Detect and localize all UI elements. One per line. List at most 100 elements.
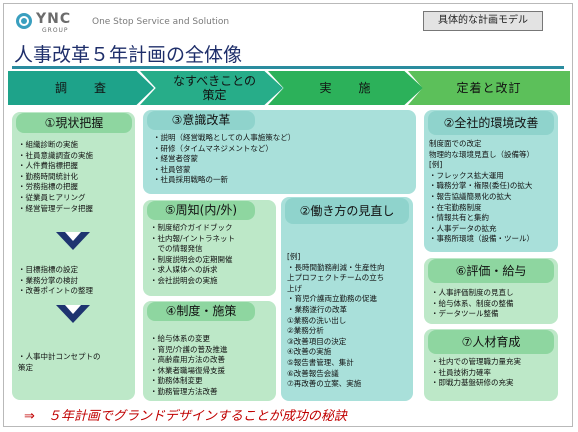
section-development-title: ⑦人材育成 <box>428 330 554 354</box>
section-awareness-title: ③意識改革 <box>147 111 255 130</box>
list-item: ・休業者職場復帰支援 <box>150 365 225 375</box>
list-item: ・情報共有と集約 <box>429 213 489 223</box>
list-item: ・データツール整備 <box>431 309 499 319</box>
arrow-notch <box>65 305 81 314</box>
systems-list: ・給与体系の変更 ・育児/介護の普及推進 ・高齢雇用方法の改善 ・休業者職場復帰… <box>150 334 228 398</box>
list-item: ・研修（タイムマネジメントなど） <box>153 143 273 153</box>
list-item: ・事務所環境（設備・ツール） <box>429 234 534 244</box>
section-systems-title: ④制度・施策 <box>147 302 255 321</box>
phase-research: 調 査 <box>8 71 154 105</box>
list-item: 上プロフェクトチームの立ち <box>287 273 385 283</box>
section-workstyle-title: ②働き方の見直し <box>285 198 409 224</box>
list-item: ・勤務体制変更 <box>150 376 203 386</box>
list-item-continued: 策定 <box>18 362 33 372</box>
list-item: 制度面での改定 <box>429 139 482 148</box>
list-item: ・業務分掌の検討 <box>18 275 78 285</box>
list-item: ・即戦力基盤研修の充実 <box>431 378 514 388</box>
current-state-list-b: ・目標指標の設定 ・業務分掌の検討 ・改善ポイントの整理 <box>18 265 93 297</box>
phase-label: なすべきことの 策定 <box>173 74 256 102</box>
environment-list: 制度面での改定 物理的な環境見直し（設備等） [例] ・フレックス拡大運用 ・職… <box>429 139 534 245</box>
list-item: ・社内報/イントラネット <box>150 233 236 243</box>
section-communication-title: ⑤周知(内/外) <box>147 201 255 220</box>
list-item: ・フレックス拡大運用 <box>429 170 504 180</box>
list-item: ③改善項目の決定 <box>287 336 347 346</box>
list-item: ・目標指標の設定 <box>18 265 78 274</box>
list-item: ⑤報告書管理、集計 <box>287 357 354 367</box>
list-item: ①業務の洗い出し <box>287 315 347 325</box>
list-item: ・制度説明会の定期開催 <box>150 254 233 264</box>
section-current-state-panel <box>12 112 135 400</box>
list-item: ・労務指標の把握 <box>18 182 78 192</box>
list-item: ・改善ポイントの整理 <box>18 286 93 296</box>
list-item: ②業務分析 <box>287 326 324 336</box>
list-item: ・人事データの拡充 <box>429 223 497 233</box>
list-item: [例] <box>287 252 301 261</box>
phase-label-line: なすべきことの <box>172 74 257 88</box>
list-item: ・職務分掌・権限(委任)の拡大 <box>429 181 533 191</box>
list-item: ・社員意識調査の実施 <box>18 150 93 160</box>
list-item: ・説明（経営戦略としての人事施策など） <box>153 133 296 142</box>
list-item: での情報発信 <box>150 244 203 254</box>
key-message: ⇒ ５年計画でグランドデザインすることが成功の秘訣 <box>24 409 347 424</box>
list-item: ・経営者啓蒙 <box>153 154 198 164</box>
list-item: ・会社説明会の実施 <box>150 275 218 285</box>
phase-label: 調 査 <box>54 81 107 95</box>
development-list: ・社内での管理職力量充実 ・社員技術力確率 ・即戦力基盤研修の充実 <box>431 357 521 389</box>
list-item: 上げ <box>287 283 302 293</box>
list-item: ・報告協議簡易化の拡大 <box>429 191 512 201</box>
company-tagline: One Stop Service and Solution <box>92 17 230 27</box>
list-item: ・勤務管理方法改善 <box>150 386 218 396</box>
slide-frame <box>3 3 573 427</box>
list-item: ・長時間勤務削減・生産性向 <box>287 262 385 272</box>
phase-establish-revise: 定着と改訂 <box>408 71 570 105</box>
logo-mark-icon <box>16 13 32 29</box>
list-item: ・高齢雇用方法の改善 <box>150 355 225 365</box>
list-item: ・従業員ヒアリング <box>18 192 86 202</box>
logo-subtext: GROUP <box>42 27 69 34</box>
phase-planning: なすべきことの 策定 <box>140 71 283 105</box>
list-item: ④改善の実施 <box>287 347 332 357</box>
communication-list: ・制度紹介ガイドブック ・社内報/イントラネット での情報発信 ・制度説明会の定… <box>150 223 235 287</box>
list-item: ・育児介護両立勤務の促進 <box>287 294 377 304</box>
awareness-list: ・説明（経営戦略としての人事施策など） ・研修（タイムマネジメントなど） ・経営… <box>153 133 295 186</box>
list-item: ・在宅勤務制度 <box>429 202 482 212</box>
list-item: [例] <box>429 160 443 170</box>
current-state-list-a: ・組織診断の実施 ・社員意識調査の実施 ・人件費指標把握 ・勤務時間統計化 ・労… <box>18 140 93 214</box>
workstyle-list: [例] ・長時間勤務削減・生産性向 上プロフェクトチームの立ち 上げ ・育児介護… <box>287 252 385 390</box>
list-item: ・人件費指標把握 <box>18 161 78 171</box>
section-workstyle-panel <box>281 197 413 401</box>
list-item: ・社内での管理職力量充実 <box>431 357 521 366</box>
list-item: ・人事中計コンセプトの <box>18 352 101 361</box>
list-item: ・経営管理データ把握 <box>18 203 93 213</box>
concept-item: ・人事中計コンセプトの 策定 <box>18 352 101 373</box>
list-item: ・業務遂行の改革 <box>287 304 347 314</box>
down-arrow-icon <box>56 232 90 250</box>
list-item: ・給与体系、制度の整備 <box>431 298 514 308</box>
list-item: ⑥改善報告会議 <box>287 368 339 378</box>
company-logo: YNC GROUP <box>14 9 89 35</box>
title-rule <box>12 66 564 69</box>
phase-label: 実 施 <box>319 81 372 95</box>
list-item: ・求人媒体への訴求 <box>150 265 218 275</box>
section-current-state-title: ①現状把握 <box>16 113 132 133</box>
down-arrow-icon <box>56 305 90 323</box>
arrow-notch <box>65 232 81 241</box>
phase-label-line: 策定 <box>202 88 227 102</box>
model-tag: 具体的な計画モデル <box>423 11 543 31</box>
list-item: ・組織診断の実施 <box>18 140 78 149</box>
list-item: ・社員技術力確率 <box>431 367 491 377</box>
logo-text: YNC <box>36 11 72 27</box>
list-item: ・社員採用戦略の一新 <box>153 175 228 185</box>
phase-bar: 調 査 なすべきことの 策定 実 施 定着と改訂 <box>8 71 570 105</box>
phase-implementation: 実 施 <box>268 71 423 105</box>
section-evaluation-title: ⑥評価・給与 <box>428 259 554 283</box>
list-item: ⑦再改善の立案、実施 <box>287 379 362 389</box>
list-item: ・人事評価制度の見直し <box>431 288 514 297</box>
list-item: ・制度紹介ガイドブック <box>150 223 233 232</box>
list-item: ・勤務時間統計化 <box>18 171 78 181</box>
page-title: 人事改革５年計画の全体像 <box>14 44 243 66</box>
list-item: ・社員啓蒙 <box>153 164 191 174</box>
list-item: ・育児/介護の普及推進 <box>150 344 228 354</box>
evaluation-list: ・人事評価制度の見直し ・給与体系、制度の整備 ・データツール整備 <box>431 288 514 320</box>
